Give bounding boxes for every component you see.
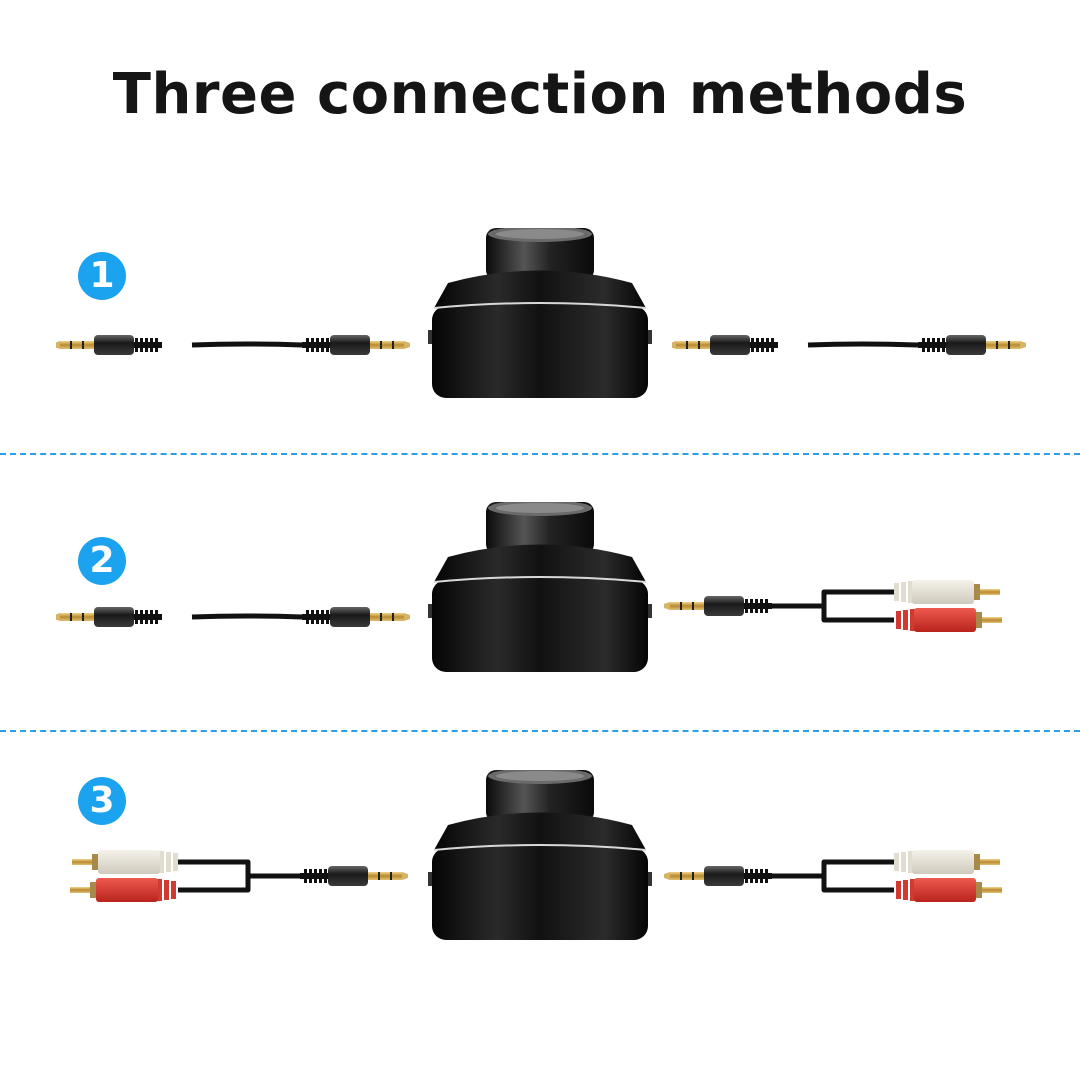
aux-to-rca-cable-icon xyxy=(664,840,1044,920)
bluetooth-adapter-icon xyxy=(428,502,652,673)
step-badge-2: 2 xyxy=(78,537,126,585)
bluetooth-adapter-icon xyxy=(428,228,652,399)
dashed-divider xyxy=(0,730,1080,732)
aux-cable-left-icon xyxy=(56,321,416,371)
page-title: Three connection methods xyxy=(112,62,968,127)
step-badge-1: 1 xyxy=(78,252,126,300)
dashed-divider xyxy=(0,453,1080,455)
step-badge-3: 3 xyxy=(78,777,126,825)
bluetooth-adapter-icon xyxy=(428,770,652,941)
aux-to-rca-cable-icon xyxy=(664,570,1044,650)
rca-to-aux-cable-icon xyxy=(46,840,426,920)
aux-cable-right-icon xyxy=(672,321,1032,371)
aux-cable-left-icon xyxy=(56,593,416,643)
